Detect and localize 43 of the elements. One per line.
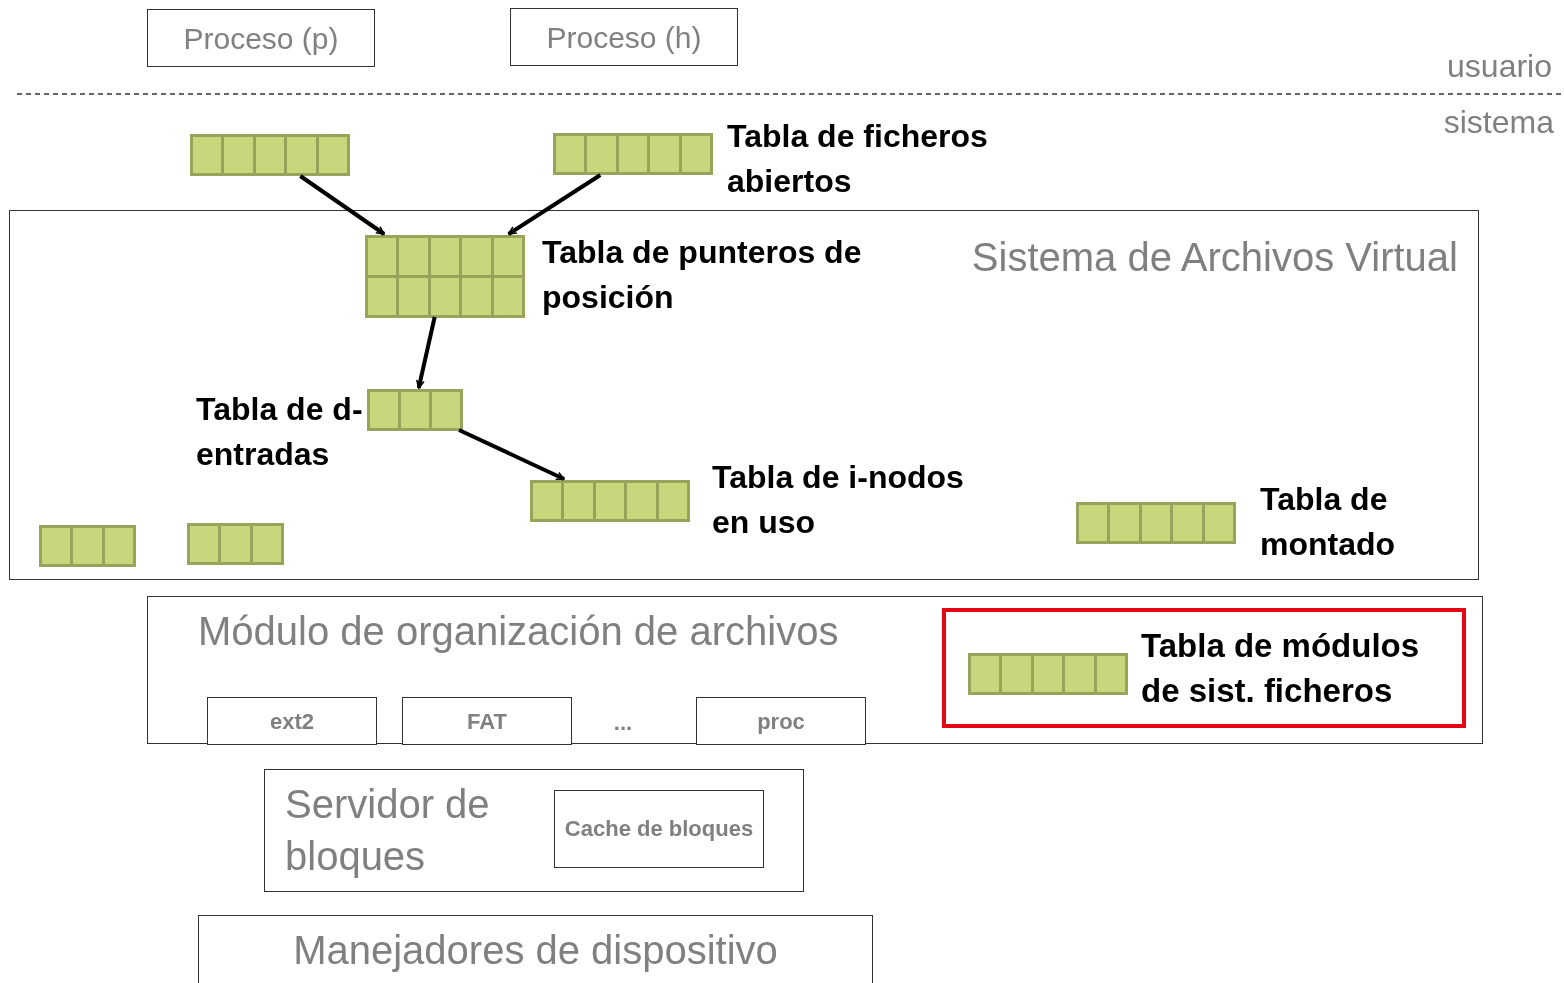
table-label: Tabla de ficheros abiertos xyxy=(727,117,989,201)
layer-title: Sistema de Archivos Virtual xyxy=(971,234,1458,281)
layer-title: Servidor de bloques xyxy=(285,781,491,880)
module-box xyxy=(554,790,764,868)
box-label: Proceso (p) xyxy=(183,20,339,57)
layer-label: sistema xyxy=(1442,103,1554,142)
box-label: Cache de bloques xyxy=(564,814,754,843)
arrow xyxy=(507,173,602,236)
arrow xyxy=(415,316,437,389)
table-drawing xyxy=(367,389,463,431)
layer-title: Módulo de organización de archivos xyxy=(198,608,839,655)
highlight-box xyxy=(942,608,1466,728)
table-drawing xyxy=(190,134,350,176)
module-box xyxy=(696,697,866,745)
table-label: Tabla de módulos de sist. ficheros xyxy=(1141,626,1421,711)
box-label: ext2 xyxy=(269,707,314,736)
table-drawing xyxy=(187,523,284,565)
module-box xyxy=(147,9,375,67)
box-label: proc xyxy=(757,707,805,736)
table-drawing xyxy=(1076,502,1236,544)
box-label: FAT xyxy=(467,707,507,736)
layer-box xyxy=(264,769,804,892)
table-label: Tabla de montado xyxy=(1260,480,1397,564)
module-box xyxy=(207,697,377,745)
box-label: Proceso (h) xyxy=(546,19,702,56)
table-drawing xyxy=(968,653,1128,695)
module-box xyxy=(402,697,572,745)
box-label: Manejadores de dispositivo xyxy=(293,926,778,974)
table-drawing xyxy=(39,525,136,567)
layer-box xyxy=(9,210,1479,580)
module-box xyxy=(198,915,873,983)
ellipsis-label: ... xyxy=(612,709,634,737)
table-label: Tabla de i-nodos en uso xyxy=(712,458,965,542)
arrow xyxy=(458,428,565,481)
table-drawing xyxy=(530,480,690,522)
layer-label: usuario xyxy=(1446,47,1552,86)
table-label: Tabla de punteros de posición xyxy=(542,233,863,317)
table-label: Tabla de d-entradas xyxy=(196,390,364,474)
arrow xyxy=(299,174,386,236)
layer-box xyxy=(147,596,1483,744)
table-drawing xyxy=(553,133,713,175)
table-drawing xyxy=(365,235,525,318)
module-box xyxy=(510,8,738,66)
